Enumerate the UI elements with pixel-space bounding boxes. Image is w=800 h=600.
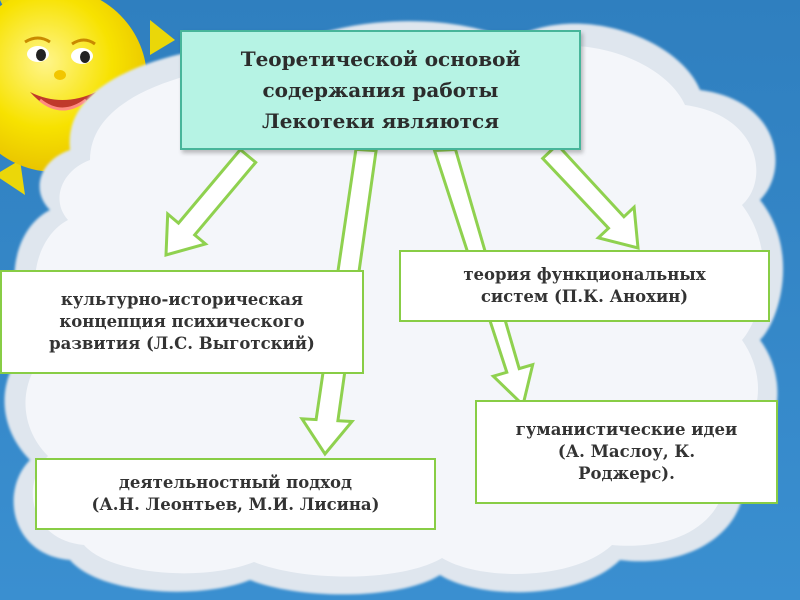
vygotsky-line-3: развития (Л.С. Выготский) <box>49 333 315 353</box>
arrow-to-anokhin <box>540 142 640 250</box>
leontiev-line-1: деятельностный подход <box>118 473 353 493</box>
anokhin-theory-box: теория функциональных систем (П.К. Анохи… <box>399 250 770 322</box>
maslow-line-2: (А. Маслоу, К. <box>557 442 696 462</box>
main-heading-box: Теоретической основой содержания работы … <box>180 30 581 150</box>
humanistic-ideas-box: гуманистические идеи (А. Маслоу, К. Родж… <box>475 400 778 504</box>
anokhin-line-2: систем (П.К. Анохин) <box>480 287 689 306</box>
arrow-to-vygotsky <box>164 147 258 258</box>
vygotsky-theory-box: культурно-историческая концепция психиче… <box>0 270 364 374</box>
vygotsky-line-1: культурно-историческая <box>60 290 304 310</box>
main-heading-line-1: Теоретической основой <box>240 46 521 71</box>
maslow-line-3: Роджерс). <box>578 463 675 483</box>
leontiev-line-2: (А.Н. Леонтьев, М.И. Лисина) <box>91 495 380 514</box>
main-heading-line-3: Лекотеки являются <box>262 108 499 133</box>
activity-approach-box: деятельностный подход (А.Н. Леонтьев, М.… <box>35 458 436 530</box>
anokhin-line-1: теория функциональных <box>463 265 706 285</box>
maslow-line-1: гуманистические идеи <box>515 420 738 440</box>
main-heading-line-2: содержания работы <box>262 77 499 102</box>
vygotsky-line-2: концепция психического <box>59 312 305 332</box>
